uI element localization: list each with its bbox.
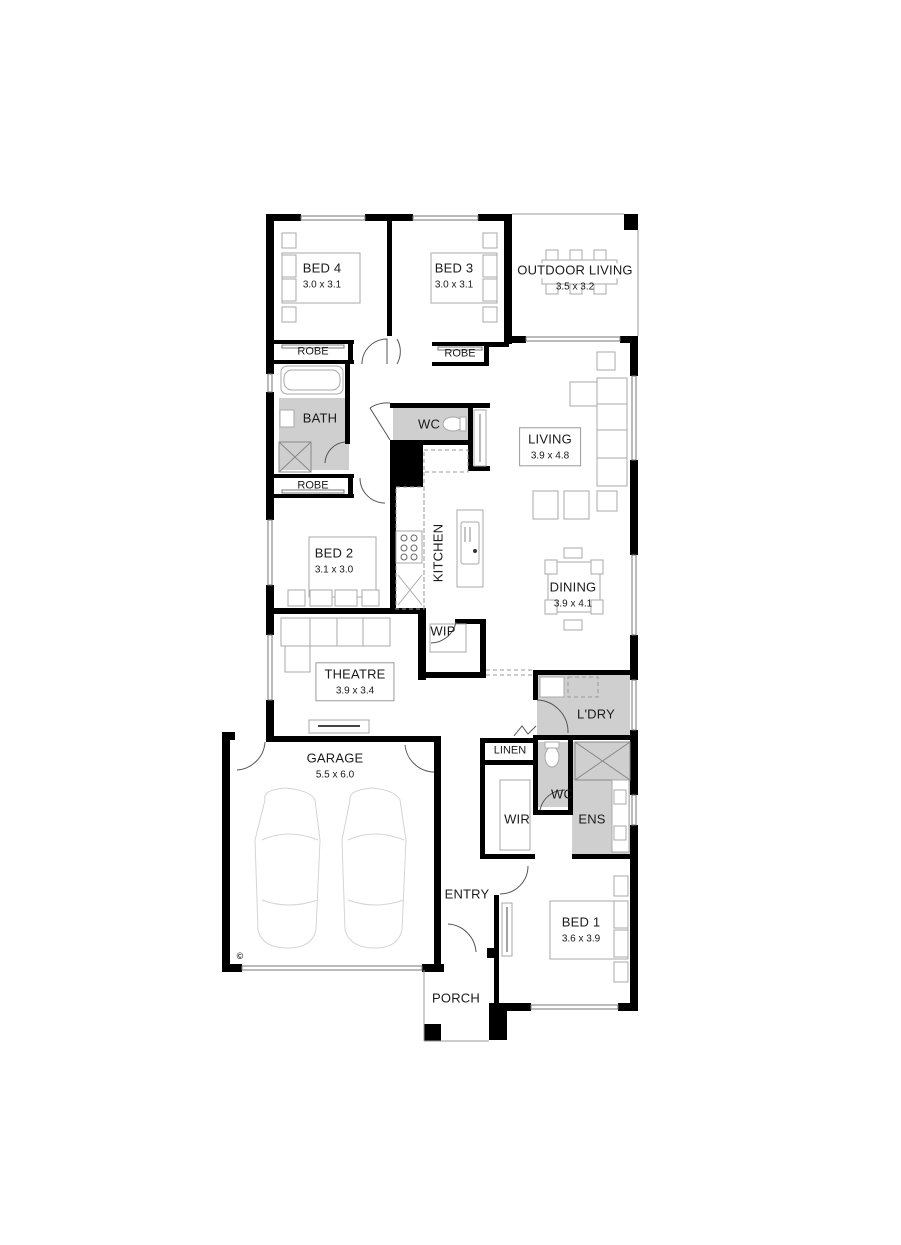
room-name: OUTDOOR LIVING — [517, 262, 633, 279]
room-label-ensuite-wc: WC — [550, 786, 574, 803]
room-name: WIR — [504, 811, 530, 827]
room-label-theatre: THEATRE 3.9 x 3.4 — [315, 662, 395, 702]
room-dims: 3.6 x 3.9 — [561, 933, 601, 945]
room-label-bed2: BED 2 3.1 x 3.0 — [314, 545, 354, 576]
room-dims: 3.5 x 3.2 — [555, 281, 595, 293]
room-name: WIP — [430, 623, 456, 639]
room-name: WC — [550, 786, 574, 802]
room-name: WC — [417, 416, 441, 432]
walls — [222, 214, 638, 1041]
room-name: ENTRY — [444, 886, 490, 902]
room-name: PORCH — [432, 990, 480, 1006]
room-label-laundry: L'DRY — [577, 706, 615, 723]
room-dims: 5.5 x 6.0 — [315, 769, 355, 781]
room-label-garage: GARAGE 5.5 x 6.0 — [306, 750, 364, 781]
doors — [236, 338, 569, 953]
room-name: ENS — [578, 811, 606, 827]
room-name: BED 3 — [434, 260, 474, 276]
room-label-bed1: BED 1 3.6 x 3.9 — [561, 914, 601, 945]
furniture — [278, 232, 631, 983]
room-name: THEATRE — [324, 666, 386, 682]
room-name: DINING — [549, 579, 597, 596]
room-label-robe-bed3: ROBE — [444, 347, 476, 360]
room-label-living: LIVING 3.9 x 4.8 — [519, 427, 581, 467]
room-label-bed3: BED 3 3.0 x 3.1 — [434, 260, 474, 291]
room-name: LIVING — [528, 431, 572, 447]
copyright-icon: © — [236, 950, 244, 961]
room-name: KITCHEN — [430, 523, 446, 583]
room-label-wip: WIP — [430, 623, 456, 640]
room-dims: 3.0 x 3.1 — [302, 279, 342, 291]
room-name: BATH — [302, 410, 338, 426]
room-dims: 3.9 x 4.8 — [530, 450, 570, 462]
room-label-robe-bed2: ROBE — [297, 479, 329, 492]
room-label-porch: PORCH — [432, 990, 480, 1007]
room-name: BED 1 — [561, 914, 601, 930]
room-label-wc: WC — [417, 416, 441, 433]
garage-cars — [254, 787, 407, 949]
porch-outline — [423, 970, 489, 1042]
room-label-wir: WIR — [504, 811, 530, 828]
room-label-linen: LINEN — [493, 744, 527, 757]
room-label-kitchen: KITCHEN — [430, 523, 447, 583]
room-name: BED 4 — [302, 260, 342, 276]
room-label-bath: BATH — [302, 410, 338, 427]
room-dims: 3.9 x 3.4 — [335, 685, 375, 697]
room-dims: 3.0 x 3.1 — [434, 279, 474, 291]
room-label-robe-bed4: ROBE — [297, 345, 329, 358]
room-dims: 3.9 x 4.1 — [553, 598, 593, 610]
room-label-dining: DINING 3.9 x 4.1 — [549, 579, 597, 610]
room-label-ensuite: ENS — [578, 811, 606, 828]
room-dims: 3.1 x 3.0 — [314, 564, 354, 576]
room-label-bed4: BED 4 3.0 x 3.1 — [302, 260, 342, 291]
room-name: L'DRY — [577, 706, 615, 722]
room-label-entry: ENTRY — [444, 886, 490, 903]
room-label-outdoor-living: OUTDOOR LIVING 3.5 x 3.2 — [517, 262, 633, 293]
windows — [241, 215, 637, 1010]
room-name: GARAGE — [306, 750, 364, 766]
room-name: BED 2 — [314, 545, 354, 561]
